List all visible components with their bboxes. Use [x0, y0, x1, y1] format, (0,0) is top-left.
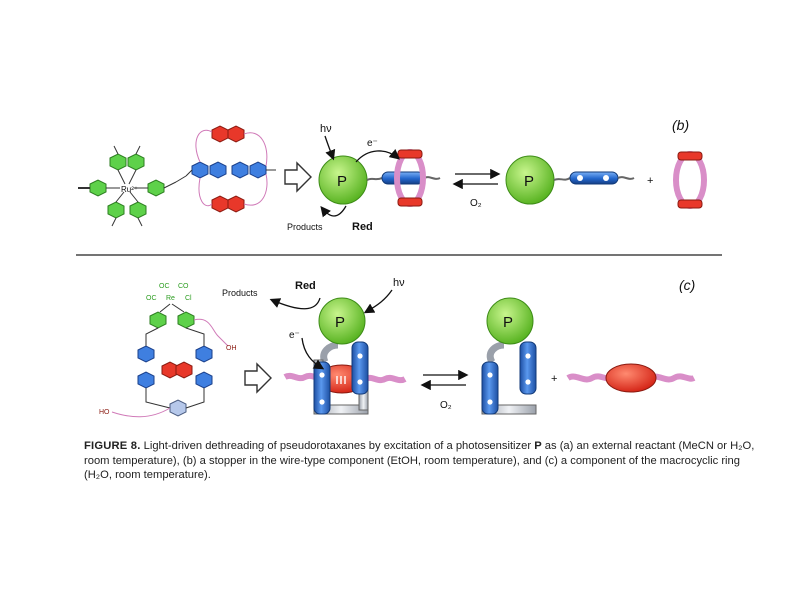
bipyridinium-ring — [195, 371, 213, 389]
pyridine-ring — [129, 201, 147, 219]
products-arrow — [269, 297, 321, 310]
sensitizer-label: P — [503, 314, 513, 331]
caption-text-part1: Light-driven dethreading of pseudorotaxa… — [140, 440, 535, 452]
oc-ligand-label: OC — [146, 295, 157, 302]
equilibrium-arrows — [420, 369, 469, 391]
pyridine-ring — [89, 179, 107, 197]
bipyridinium-ring — [191, 161, 209, 179]
pyridine-ring — [109, 153, 127, 171]
sensitizer-label: P — [335, 314, 345, 331]
panel-b: Ru²⁺ P hν e⁻ — [78, 117, 707, 233]
naphthalene-ring — [211, 125, 229, 143]
red-label: Red — [352, 221, 373, 233]
hollow-arrow — [284, 161, 312, 193]
red-label: Red — [295, 280, 316, 292]
free-thread-with-ring — [566, 363, 696, 393]
ru-bipyridine-complex — [78, 145, 187, 227]
caption-text-part2: as (a) an external reactant (MeCN or H₂O… — [84, 440, 755, 481]
o2-label: O₂ — [440, 400, 452, 411]
plus-sign: + — [551, 373, 557, 385]
products-label: Products — [287, 222, 323, 232]
re-carbonyl-complex: OC CO OC Re Cl — [146, 283, 195, 329]
products-arrow — [320, 205, 347, 218]
bipyridinium-ring — [209, 161, 227, 179]
equilibrium-arrows — [452, 168, 501, 190]
sensitizer-sphere — [318, 297, 366, 345]
rotaxane-complex — [283, 297, 407, 415]
metal-label: Re — [166, 295, 175, 302]
o2-label: O₂ — [470, 198, 482, 209]
products-label: Products — [222, 288, 258, 298]
blue-box-cyclophane — [185, 125, 276, 213]
hv-arrow — [324, 135, 336, 161]
naphthalene-ring — [227, 195, 245, 213]
benzene-ring — [169, 399, 187, 417]
oh-label: OH — [226, 345, 237, 352]
plus-sign: + — [647, 175, 653, 187]
bipyridine-ring — [149, 311, 167, 329]
bipyridinium-ring — [249, 161, 267, 179]
panel-c-label: (c) — [679, 277, 695, 293]
bipyridinium-ring — [137, 371, 155, 389]
hollow-arrow — [244, 362, 272, 394]
metal-label: Ru²⁺ — [121, 185, 138, 194]
pyridine-ring — [147, 179, 165, 197]
electron-transfer-arrow — [355, 149, 400, 163]
sensitizer-label: P — [524, 173, 534, 190]
figure-caption: FIGURE 8. Light-driven dethreading of ps… — [84, 439, 764, 483]
free-cyclophane — [481, 297, 537, 415]
pyridine-ring — [127, 153, 145, 171]
threaded-wire — [366, 171, 441, 185]
electron-label: e⁻ — [289, 330, 300, 341]
hv-label: hν — [320, 123, 332, 135]
naphthalene-ring — [211, 195, 229, 213]
naphthalene-ring — [227, 125, 245, 143]
electron-transfer-arrow — [301, 337, 325, 370]
electron-label: e⁻ — [367, 138, 378, 149]
sensitizer-label: P — [337, 173, 347, 190]
bipyridine-ring — [177, 311, 195, 329]
sensitizer-sphere — [486, 297, 534, 345]
co-ligand-label: CO — [178, 283, 189, 290]
bipyridinium-ring — [137, 345, 155, 363]
cyclophane-structure: OH HO — [99, 318, 237, 418]
hv-arrow — [363, 289, 393, 314]
bipyridinium-ring — [231, 161, 249, 179]
pyridine-ring — [107, 201, 125, 219]
naphthalene-ring — [175, 361, 193, 379]
free-macrocycle-ring — [673, 151, 707, 209]
cl-ligand-label: Cl — [185, 295, 192, 302]
co-ligand-label: OC — [159, 283, 170, 290]
caption-p-bold: P — [534, 440, 542, 452]
bipyridinium-ring — [195, 345, 213, 363]
panel-c: OC CO OC Re Cl OH HO — [99, 277, 696, 418]
ho-label: HO — [99, 409, 110, 416]
figure-label: FIGURE 8. — [84, 440, 141, 452]
panel-b-label: (b) — [672, 117, 689, 133]
free-wire — [553, 171, 635, 185]
hv-label: hν — [393, 277, 405, 289]
macrocycle-ring — [394, 149, 426, 207]
